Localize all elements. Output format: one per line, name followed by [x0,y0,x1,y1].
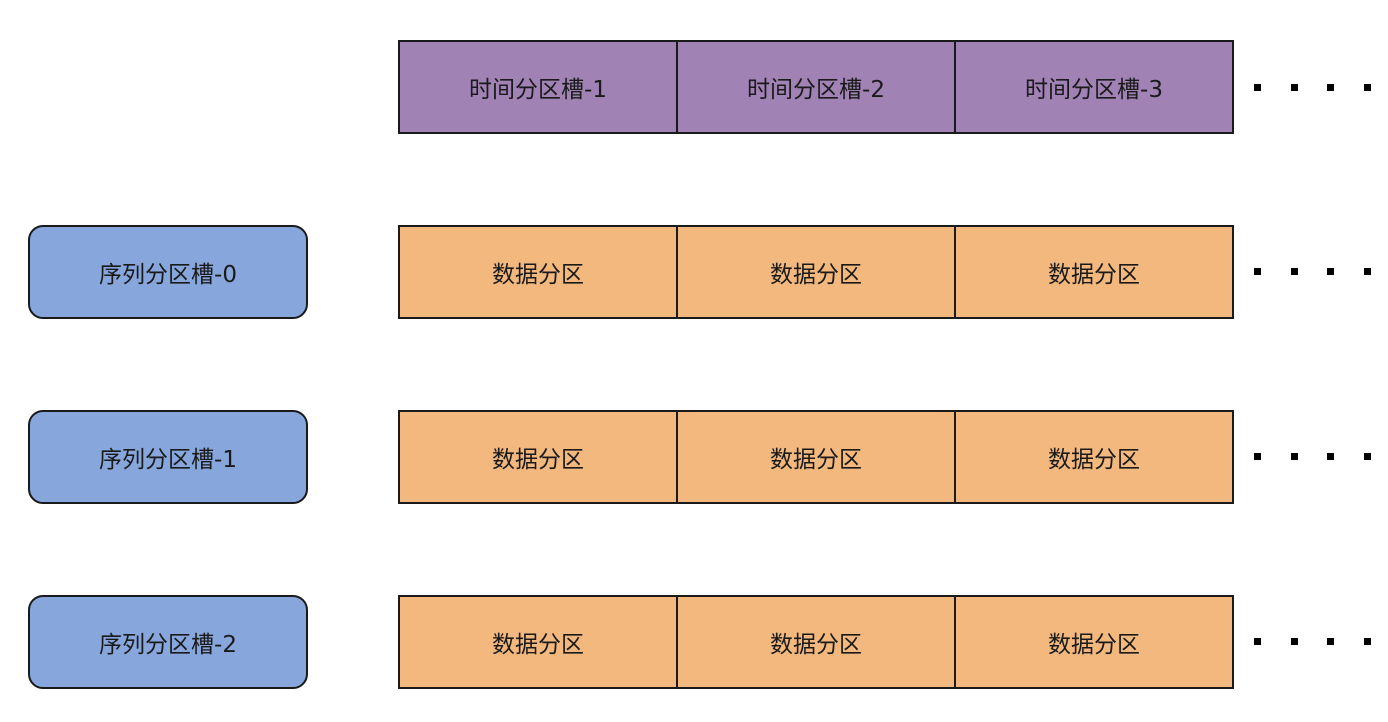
data-partition-label: 数据分区 [770,447,862,473]
series-slot-2: 序列分区槽-2 [28,595,308,689]
ellipsis-dot [1291,638,1298,645]
ellipsis-dot [1327,84,1334,91]
data-partition: 数据分区 [954,595,1234,689]
series-slot-label: 序列分区槽-1 [99,447,237,473]
data-partition-label: 数据分区 [492,447,584,473]
time-slot-3: 时间分区槽-3 [954,40,1234,134]
data-partition-label: 数据分区 [770,262,862,288]
data-partition: 数据分区 [398,225,678,319]
data-partition: 数据分区 [398,410,678,504]
ellipsis-dot [1254,453,1261,460]
ellipsis-dot [1364,638,1371,645]
ellipsis-dot [1254,268,1261,275]
data-partition: 数据分区 [954,410,1234,504]
series-slot-1: 序列分区槽-1 [28,410,308,504]
data-partition-label: 数据分区 [1048,262,1140,288]
time-slot-label: 时间分区槽-3 [1025,77,1163,103]
time-slots-ellipsis [1254,84,1374,94]
series-slot-label: 序列分区槽-0 [99,262,237,288]
data-partition-label: 数据分区 [1048,447,1140,473]
data-partition: 数据分区 [954,225,1234,319]
ellipsis-dot [1327,453,1334,460]
row-0-ellipsis [1254,268,1374,278]
series-slot-label: 序列分区槽-2 [99,632,237,658]
data-partition: 数据分区 [676,410,956,504]
row-1-ellipsis [1254,453,1374,463]
ellipsis-dot [1291,268,1298,275]
time-slot-label: 时间分区槽-2 [747,77,885,103]
data-partition: 数据分区 [676,225,956,319]
ellipsis-dot [1364,84,1371,91]
ellipsis-dot [1327,638,1334,645]
data-partition: 数据分区 [676,595,956,689]
data-partition-label: 数据分区 [492,262,584,288]
ellipsis-dot [1254,638,1261,645]
ellipsis-dot [1291,84,1298,91]
ellipsis-dot [1364,453,1371,460]
data-partition-label: 数据分区 [770,632,862,658]
time-slot-1: 时间分区槽-1 [398,40,678,134]
row-2-ellipsis [1254,638,1374,648]
ellipsis-dot [1327,268,1334,275]
ellipsis-dot [1254,84,1261,91]
ellipsis-dot [1291,453,1298,460]
ellipsis-dot [1364,268,1371,275]
data-partition-label: 数据分区 [492,632,584,658]
time-slot-label: 时间分区槽-1 [469,77,607,103]
data-partition: 数据分区 [398,595,678,689]
series-slot-0: 序列分区槽-0 [28,225,308,319]
time-slot-2: 时间分区槽-2 [676,40,956,134]
data-partition-label: 数据分区 [1048,632,1140,658]
